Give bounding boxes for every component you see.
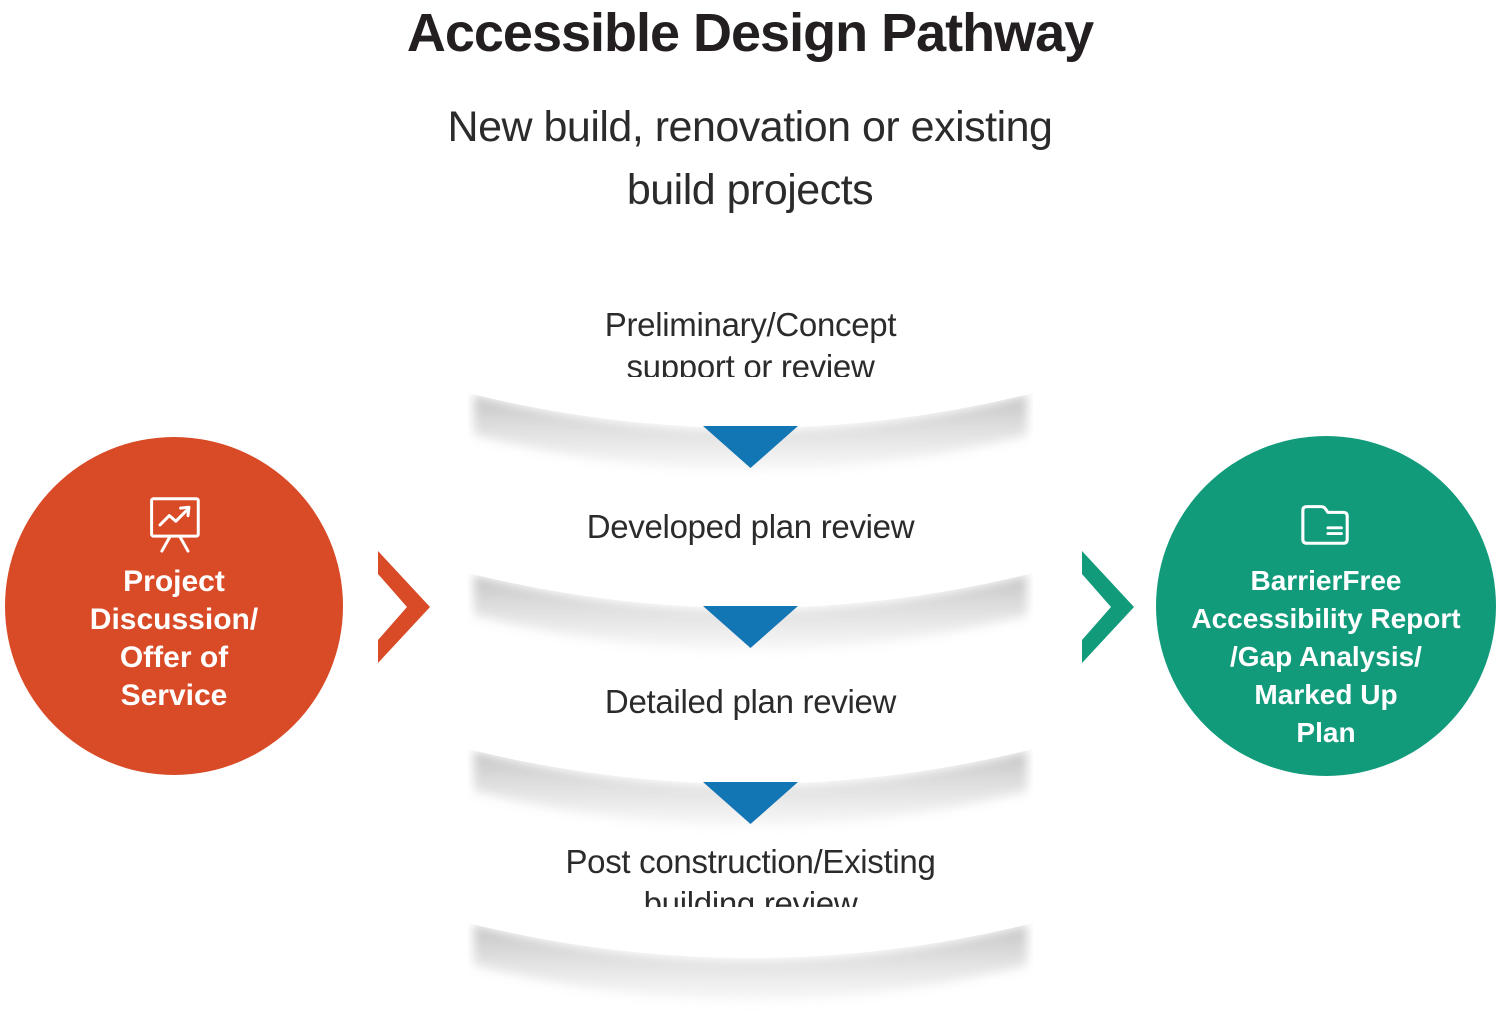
start-node-label: Project Discussion/ Offer of Service [89,565,259,712]
chevron-right-icon-teal [1082,551,1134,663]
folder-icon [1299,500,1353,551]
end-node-barrierfree-report: BarrierFree Accessibility Report /Gap An… [1156,436,1496,776]
curve-divider-end [468,907,1033,1000]
chevron-right-icon-orange [378,551,430,663]
curve-divider [468,733,1033,826]
down-arrow-icon [703,606,798,648]
end-node-label: BarrierFree Accessibility Report /Gap An… [1191,565,1461,748]
curve-divider [468,557,1033,650]
page-subtitle: New build, renovation or existing build … [447,103,1053,214]
start-node-project-discussion: Project Discussion/ Offer of Service [5,437,343,775]
presentation-chart-icon [146,495,202,558]
step-detailed-plan-review: Detailed plan review [604,683,897,720]
curve-divider [468,377,1033,470]
page-title: Accessible Design Pathway [406,3,1094,63]
down-arrow-icon [703,782,798,824]
step-preliminary-concept: Preliminary/Concept support or review [604,306,897,385]
step-developed-plan-review: Developed plan review [586,508,915,545]
down-arrow-icon [703,426,798,468]
